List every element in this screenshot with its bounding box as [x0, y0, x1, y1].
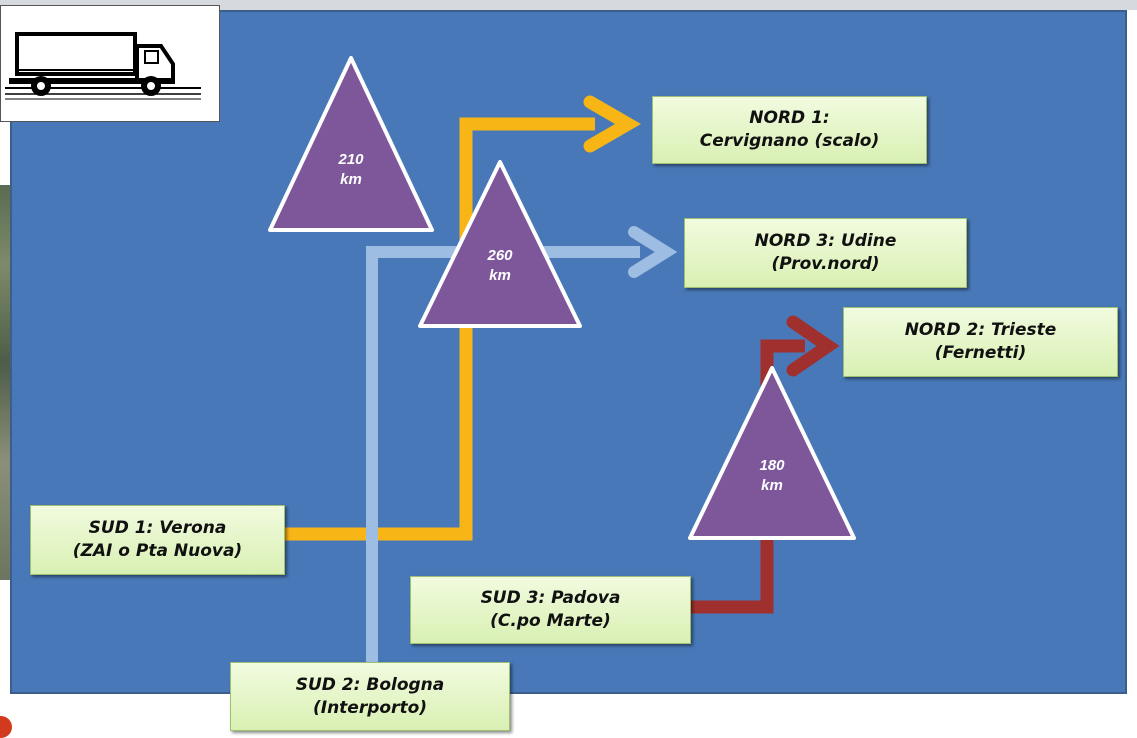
distance-label-210: 210 km: [321, 150, 381, 190]
destination-nord3-line1: NORD 3: Udine: [754, 231, 897, 251]
distance-260-value: 260: [487, 247, 513, 264]
distance-180-value: 180: [759, 457, 785, 474]
origin-sud1: SUD 1: Verona (ZAI o Pta Nuova): [30, 505, 285, 575]
distance-triangle-260: [418, 160, 582, 328]
destination-nord1-line1: NORD 1:: [749, 108, 830, 128]
distance-180-unit: km: [761, 477, 783, 494]
route-bologna: [366, 246, 640, 664]
destination-nord1: NORD 1: Cervignano (scalo): [652, 96, 927, 164]
destination-nord2-line2: (Fernetti): [934, 343, 1027, 363]
origin-sud3-line1: SUD 3: Padova: [480, 588, 621, 608]
origin-sud2-line1: SUD 2: Bologna: [295, 674, 445, 695]
route-verona-arrowhead: [583, 95, 641, 153]
origin-sud2-line2: (Interporto): [312, 697, 428, 718]
origin-sud1-line2: (ZAI o Pta Nuova): [72, 541, 243, 561]
distance-label-180: 180 km: [742, 456, 802, 496]
distance-210-value: 210: [338, 151, 364, 168]
top-strip: [0, 0, 1137, 10]
origin-sud1-line1: SUD 1: Verona: [88, 518, 227, 538]
destination-nord3: NORD 3: Udine (Prov.nord): [684, 218, 967, 288]
truck-logo: [0, 5, 220, 122]
origin-sud3: SUD 3: Padova (C.po Marte): [410, 576, 691, 644]
truck-icon: [5, 32, 201, 100]
destination-nord3-line2: (Prov.nord): [771, 254, 880, 274]
distance-triangle-180: [688, 366, 856, 540]
origin-sud3-line2: (C.po Marte): [490, 611, 611, 631]
route-bologna-arrowhead: [628, 226, 678, 278]
distance-label-260: 260 km: [470, 246, 530, 286]
destination-nord1-line2: Cervignano (scalo): [699, 131, 880, 151]
distance-210-unit: km: [340, 171, 362, 188]
destination-nord2: NORD 2: Trieste (Fernetti): [843, 307, 1118, 377]
distance-triangle-210: [268, 56, 434, 232]
route-padova-arrowhead: [786, 315, 840, 377]
distance-260-unit: km: [489, 267, 511, 284]
origin-sud2: SUD 2: Bologna (Interporto): [230, 662, 510, 731]
destination-nord2-line1: NORD 2: Trieste: [904, 320, 1057, 340]
